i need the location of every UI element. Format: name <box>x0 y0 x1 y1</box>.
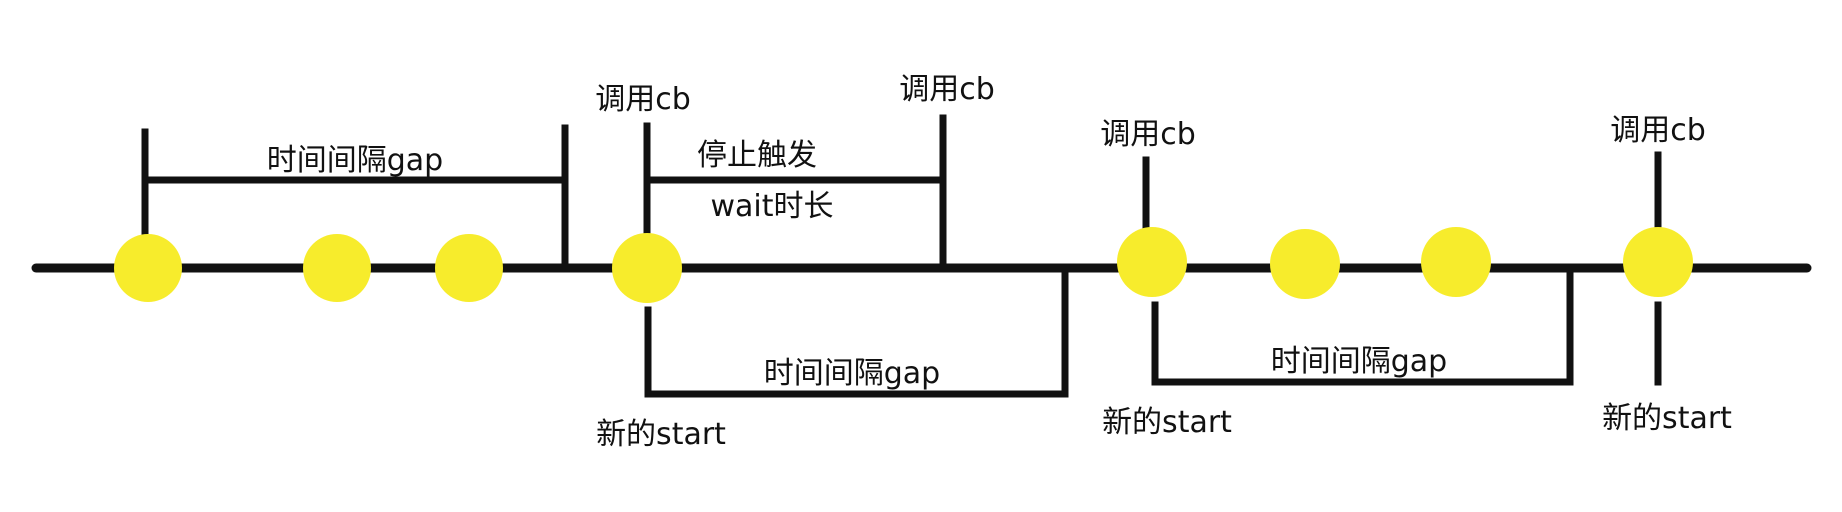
wait-duration-label: wait时长 <box>710 189 833 224</box>
event-dot-7 <box>1421 227 1491 297</box>
event-dot-3 <box>435 234 503 302</box>
cb-label-1: 调用cb <box>595 82 691 117</box>
gap-label-1: 时间间隔gap <box>267 143 443 178</box>
final-callback-marker: 调用cb 新的start <box>1602 113 1732 436</box>
event-dot-6 <box>1270 229 1340 299</box>
cb-label-2: 调用cb <box>899 72 995 107</box>
event-dot-8 <box>1623 227 1693 297</box>
new-start-label-3: 新的start <box>1602 401 1732 436</box>
gap-bracket-1: 时间间隔gap <box>141 124 569 272</box>
gap-label-2: 时间间隔gap <box>764 356 940 391</box>
event-dot-1 <box>114 234 182 302</box>
wait-bracket: 调用cb 调用cb 停止触发 wait时长 <box>595 72 995 272</box>
gap-bracket-3: 调用cb 时间间隔gap 新的start <box>1100 117 1574 440</box>
event-dot-2 <box>303 234 371 302</box>
stop-trigger-label: 停止触发 <box>697 138 817 173</box>
cb-label-4: 调用cb <box>1610 113 1706 148</box>
new-start-label-1: 新的start <box>596 417 726 452</box>
gap-label-3: 时间间隔gap <box>1271 344 1447 379</box>
cb-label-3: 调用cb <box>1100 117 1196 152</box>
event-dot-4 <box>612 233 682 303</box>
event-dot-5 <box>1117 227 1187 297</box>
new-start-label-2: 新的start <box>1102 405 1232 440</box>
gap-bracket-2: 时间间隔gap 新的start <box>596 264 1069 452</box>
